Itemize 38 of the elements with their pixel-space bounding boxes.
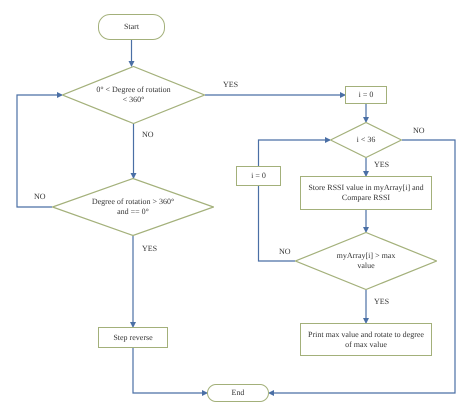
arrow: [363, 210, 369, 233]
edge-label: YES: [222, 80, 240, 90]
node-label: Degree of rotation > 360° and == 0°: [90, 197, 176, 217]
node-label: End: [232, 388, 244, 398]
start-terminal: [98, 14, 165, 40]
edge-label: YES: [141, 244, 158, 254]
arrow: [363, 290, 369, 324]
process-box: [345, 86, 387, 104]
edge-label: YES: [373, 160, 390, 170]
arrow: [363, 104, 369, 123]
edge-label: NO: [141, 130, 155, 140]
process-box: [236, 166, 281, 186]
process-box: [300, 323, 432, 356]
process-box: [98, 327, 168, 348]
arrow: [128, 40, 134, 67]
node-label: Start: [124, 22, 140, 32]
arrow: [205, 92, 346, 98]
edge-label: NO: [33, 192, 47, 202]
arrow: [130, 124, 136, 179]
edge-label: NO: [278, 247, 292, 257]
arrow: [363, 158, 369, 177]
node-label: i < 36: [356, 135, 376, 145]
node-label: Print max value and rotate to degree of max value: [307, 330, 425, 350]
node-label: Store RSSI value in myArray[i] and Compare RSSI: [307, 183, 425, 203]
node-label: i = 0: [251, 171, 266, 181]
arrow: [16, 92, 63, 208]
edge-label: YES: [373, 297, 390, 307]
node-label: myArray[i] > max value: [336, 251, 396, 271]
process-box: [300, 176, 432, 210]
node-label: 0° < Degree of rotation < 360°: [96, 85, 171, 105]
arrow: [268, 139, 456, 396]
arrow: [130, 236, 136, 328]
arrow: [132, 348, 208, 396]
node-label: Step reverse: [113, 332, 153, 342]
node-label: i = 0: [358, 90, 374, 100]
arrow: [258, 137, 331, 166]
edge-label: NO: [412, 126, 426, 136]
end-terminal: [207, 384, 269, 402]
